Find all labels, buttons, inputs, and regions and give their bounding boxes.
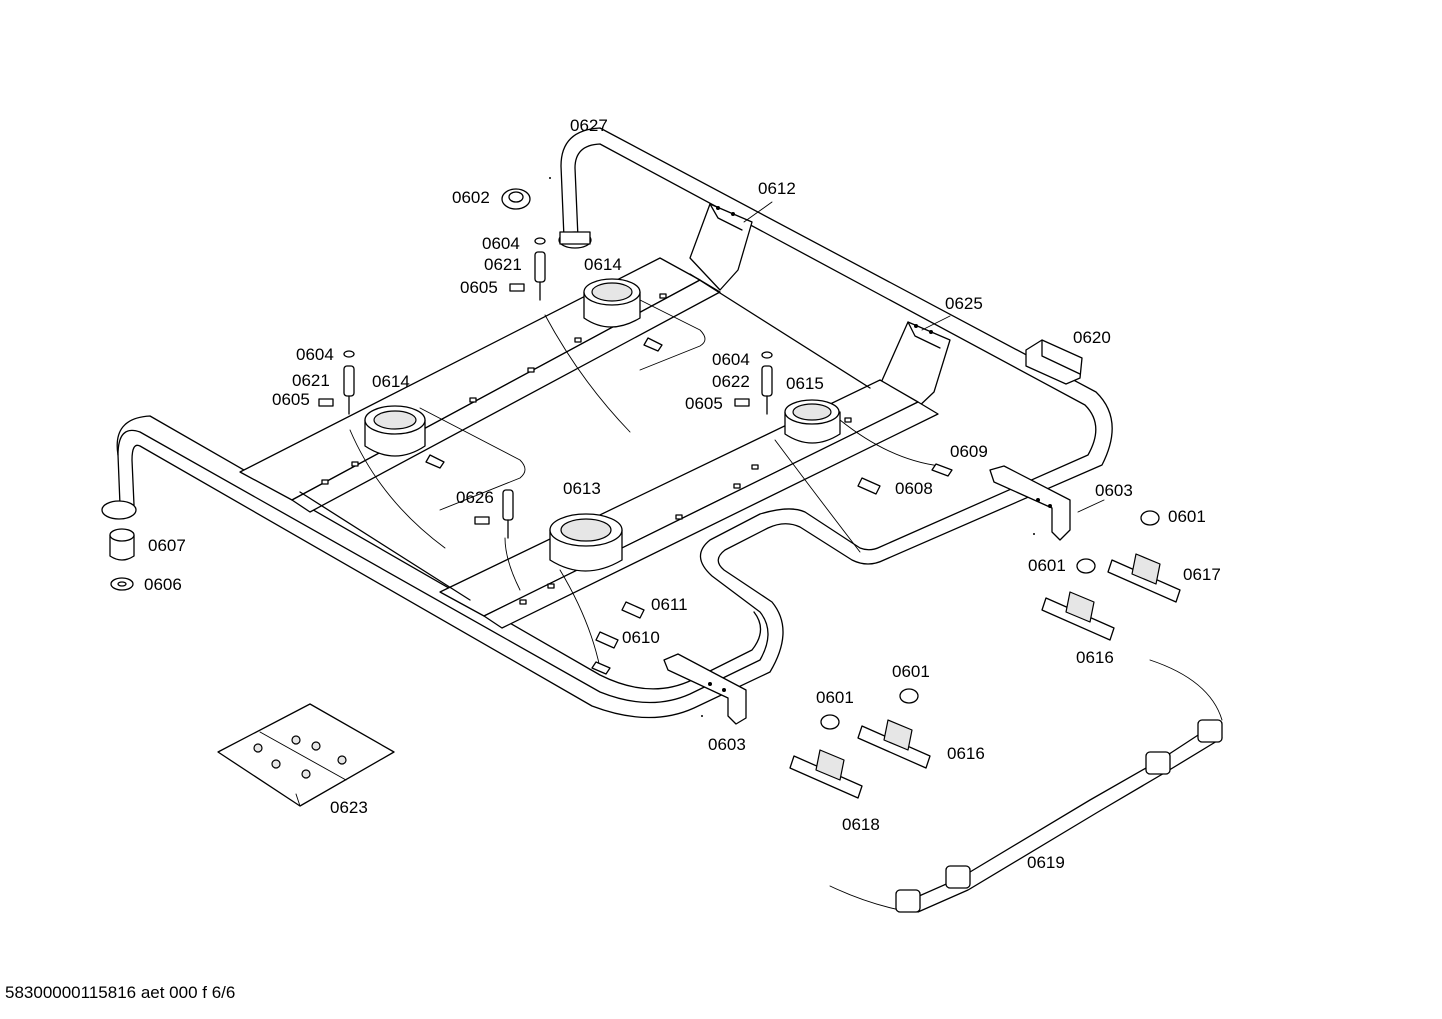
label-0623: 0623 <box>330 798 368 817</box>
burner-cup-0614-top <box>583 278 641 328</box>
label-0605: 0605 <box>685 394 723 413</box>
label-0602: 0602 <box>452 188 490 207</box>
label-0601: 0601 <box>892 662 930 681</box>
label-0617: 0617 <box>1183 565 1221 584</box>
gas-connector-0607 <box>109 528 135 591</box>
label-0601: 0601 <box>1168 507 1206 526</box>
burner-cup-0614-left <box>364 405 426 457</box>
label-0616: 0616 <box>1076 648 1114 667</box>
label-0621: 0621 <box>484 255 522 274</box>
burner-cup-0615 <box>784 399 841 444</box>
label-0601: 0601 <box>1028 556 1066 575</box>
label-0612: 0612 <box>758 179 796 198</box>
label-0615: 0615 <box>786 374 824 393</box>
label-0609: 0609 <box>950 442 988 461</box>
label-0614: 0614 <box>584 255 622 274</box>
label-0621: 0621 <box>292 371 330 390</box>
gas-valves <box>789 553 1181 799</box>
label-0625: 0625 <box>945 294 983 313</box>
burner-support-brackets <box>689 203 951 411</box>
label-0604: 0604 <box>296 345 334 364</box>
document-id-footer: 58300000115816 aet 000 f 6/6 <box>5 983 235 1002</box>
label-0603: 0603 <box>708 735 746 754</box>
label-0601: 0601 <box>816 688 854 707</box>
label-0610: 0610 <box>622 628 660 647</box>
label-0605: 0605 <box>460 278 498 297</box>
part-labels: 0627 0602 0612 0604 0621 0605 0614 0625 … <box>144 116 1221 872</box>
label-0626: 0626 <box>456 488 494 507</box>
label-0616: 0616 <box>947 744 985 763</box>
label-0619: 0619 <box>1027 853 1065 872</box>
caps-0601 <box>820 510 1160 730</box>
wiring-harness-0619 <box>829 659 1223 913</box>
label-0605: 0605 <box>272 390 310 409</box>
label-0607: 0607 <box>148 536 186 555</box>
terminal-block-0620 <box>1025 339 1083 385</box>
label-0603: 0603 <box>1095 481 1133 500</box>
label-0622: 0622 <box>712 372 750 391</box>
label-0627: 0627 <box>570 116 608 135</box>
ignition-electrodes <box>318 237 773 539</box>
label-0606: 0606 <box>144 575 182 594</box>
label-0618: 0618 <box>842 815 880 834</box>
label-0613: 0613 <box>563 479 601 498</box>
screw-bag-0623 <box>217 703 395 807</box>
label-0604: 0604 <box>482 234 520 253</box>
label-0604: 0604 <box>712 350 750 369</box>
label-0614: 0614 <box>372 372 410 391</box>
leader-lines <box>549 177 1105 717</box>
injector-nozzles <box>425 337 953 675</box>
label-0620: 0620 <box>1073 328 1111 347</box>
label-0611: 0611 <box>651 595 688 614</box>
nut-0602 <box>501 188 531 210</box>
label-0608: 0608 <box>895 479 933 498</box>
gas-manifold-tube <box>101 127 1113 719</box>
burner-cup-0613 <box>549 513 623 572</box>
bracket-0603-right <box>989 465 1071 541</box>
bracket-0603-left <box>663 653 747 725</box>
